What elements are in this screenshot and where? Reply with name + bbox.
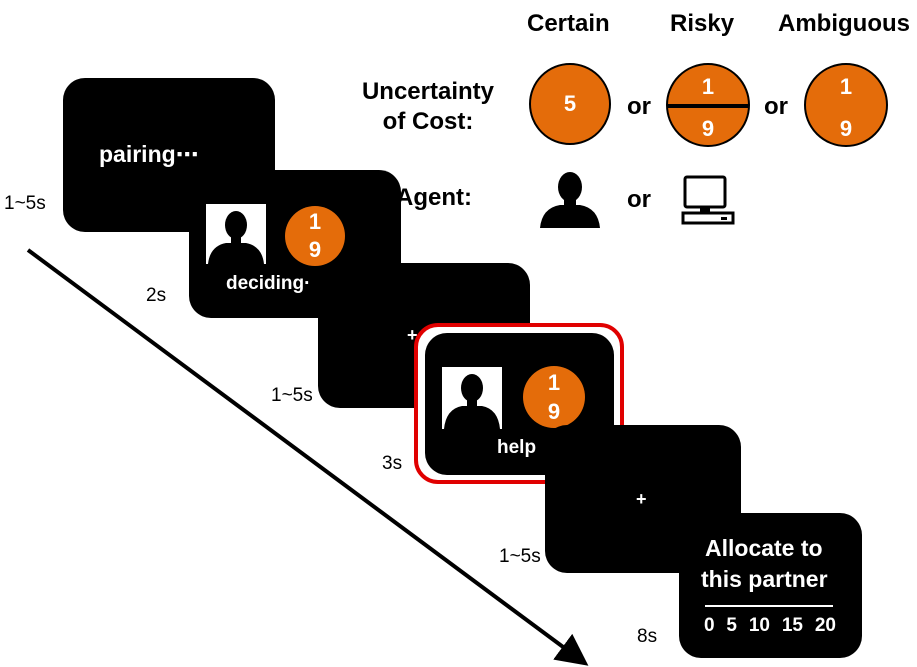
uncertainty-label: Uncertainty of Cost: (355, 77, 501, 137)
deciding-text: deciding· (226, 273, 311, 294)
person-icon (444, 374, 500, 429)
partner-photo-help (442, 367, 502, 429)
scale-option-5[interactable]: 5 (726, 615, 737, 636)
deciding-cost-top: 1 (308, 209, 322, 234)
uncertainty-label-line2: of Cost: (382, 108, 474, 135)
computer-icon (681, 175, 735, 225)
duration-allocate: 8s (637, 626, 658, 647)
risky-cost-top: 1 (701, 74, 715, 99)
duration-help: 3s (382, 453, 403, 474)
ambiguous-cost-top: 1 (839, 74, 853, 99)
certain-cost-circle: 5 (529, 63, 611, 145)
header-risky: Risky (670, 10, 735, 37)
deciding-cost-circle: 1 9 (285, 206, 345, 266)
duration-fixation-2: 1~5s (499, 546, 541, 567)
duration-pairing: 1~5s (4, 193, 46, 214)
person-icon (208, 211, 264, 264)
agent-label: Agent: (396, 184, 472, 211)
help-cost-bottom: 9 (547, 399, 561, 424)
help-cost-top: 1 (547, 370, 561, 395)
allocation-scale: 0 5 10 15 20 (704, 615, 836, 637)
scale-option-0[interactable]: 0 (704, 615, 715, 636)
scale-option-20[interactable]: 20 (814, 615, 836, 636)
header-ambiguous: Ambiguous (778, 10, 910, 37)
certain-cost-value: 5 (563, 91, 577, 116)
header-certain: Certain (527, 10, 610, 37)
fixation-cross-1: + (407, 325, 418, 345)
fixation-cross-2: + (636, 489, 647, 509)
allocation-scale-line (705, 605, 833, 607)
deciding-cost-bottom: 9 (308, 237, 322, 262)
pairing-text: pairing⋯ (99, 141, 199, 167)
ambiguous-cost-bottom: 9 (839, 116, 853, 141)
allocate-text-line2: this partner (701, 566, 828, 592)
ambiguous-cost-circle: 1 9 (804, 63, 888, 147)
allocate-text-line1: Allocate to (705, 535, 823, 561)
person-icon (540, 172, 600, 228)
help-cost-circle: 1 9 (523, 366, 585, 428)
risky-divider (668, 104, 748, 108)
partner-photo (206, 204, 266, 264)
duration-fixation-1: 1~5s (271, 385, 313, 406)
or-text-3: or (627, 186, 651, 213)
scale-option-15[interactable]: 15 (781, 615, 803, 636)
help-text: help (497, 437, 537, 458)
risky-cost-bottom: 9 (701, 116, 715, 141)
or-text-1: or (627, 93, 651, 120)
scale-option-10[interactable]: 10 (748, 615, 770, 636)
duration-deciding: 2s (146, 285, 167, 306)
or-text-2: or (764, 93, 788, 120)
risky-cost-circle: 1 9 (666, 63, 750, 147)
uncertainty-label-line1: Uncertainty (361, 78, 495, 105)
allocate-screen: Allocate to this partner 0 5 10 15 20 (679, 513, 862, 658)
